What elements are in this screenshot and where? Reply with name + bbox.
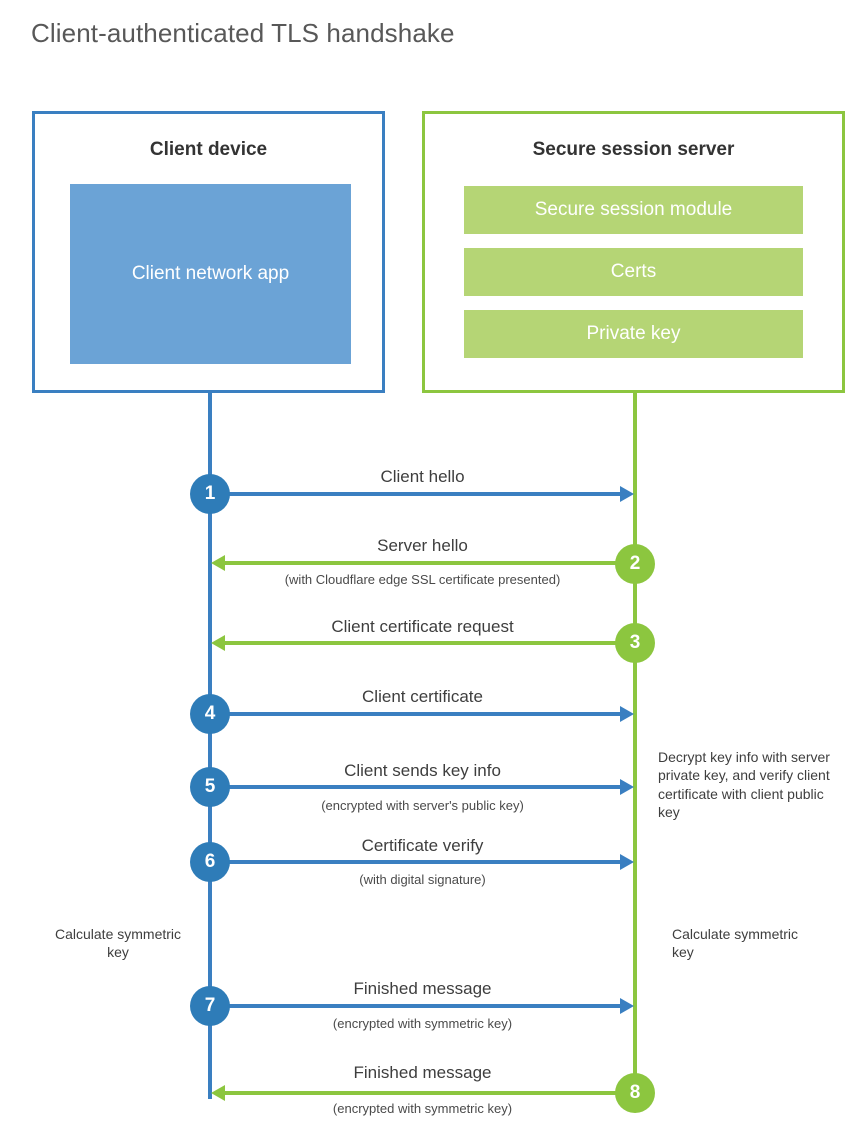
- server-decrypt-note: Decrypt key info with server private key…: [658, 749, 830, 821]
- step-7-label: Finished message: [353, 979, 492, 998]
- step-6-sublabel: (with digital signature): [359, 872, 486, 887]
- step-2-sublabel: (with Cloudflare edge SSL certificate pr…: [284, 572, 561, 587]
- step-2-arrow: [211, 555, 635, 571]
- client-device-title: Client device: [149, 139, 268, 160]
- step-8-label: Finished message: [353, 1063, 492, 1082]
- step-1-marker[interactable]: 1: [190, 474, 230, 514]
- client-lifeline: [208, 391, 212, 1099]
- step-8-arrow: [211, 1085, 635, 1101]
- arrow-head-right-icon: [620, 998, 634, 1014]
- arrow-head-left-icon: [211, 635, 225, 651]
- step-6-label: Certificate verify: [361, 836, 484, 855]
- server-component-certs: Certs: [464, 248, 803, 296]
- step-3-label: Client certificate request: [331, 617, 514, 636]
- client-network-app-block: Client network app: [70, 184, 351, 364]
- arrow-head-right-icon: [620, 486, 634, 502]
- step-3-marker[interactable]: 3: [615, 623, 655, 663]
- step-1-label: Client hello: [380, 467, 465, 486]
- server-components-list: Secure session module Certs Private key: [464, 186, 803, 358]
- step-5-arrow: [210, 779, 634, 795]
- arrow-head-left-icon: [211, 555, 225, 571]
- secure-session-server-title: Secure session server: [532, 139, 735, 160]
- step-4-arrow: [210, 706, 634, 722]
- step-2-marker[interactable]: 2: [615, 544, 655, 584]
- step-6-arrow: [210, 854, 634, 870]
- secure-session-server-box: Secure session server Secure session mod…: [422, 111, 845, 393]
- step-8-marker[interactable]: 8: [615, 1073, 655, 1113]
- server-component-private-key: Private key: [464, 310, 803, 358]
- arrow-head-right-icon: [620, 779, 634, 795]
- step-4-marker[interactable]: 4: [190, 694, 230, 734]
- step-4-label: Client certificate: [362, 687, 483, 706]
- server-component-secure-session-module: Secure session module: [464, 186, 803, 234]
- step-6-marker[interactable]: 6: [190, 842, 230, 882]
- arrow-head-right-icon: [620, 706, 634, 722]
- step-5-sublabel: (encrypted with server's public key): [321, 798, 524, 813]
- step-2-label: Server hello: [377, 536, 468, 555]
- server-calculate-symmetric-key-note: Calculate symmetric key: [672, 926, 799, 961]
- step-7-marker[interactable]: 7: [190, 986, 230, 1026]
- step-5-label: Client sends key info: [344, 761, 501, 780]
- arrow-head-right-icon: [620, 854, 634, 870]
- step-5-marker[interactable]: 5: [190, 767, 230, 807]
- step-1-arrow: [210, 486, 634, 502]
- step-7-sublabel: (encrypted with symmetric key): [332, 1016, 513, 1031]
- step-7-arrow: [210, 998, 634, 1014]
- client-calculate-symmetric-key-note: Calculate symmetric key: [54, 926, 182, 961]
- step-3-arrow: [211, 635, 635, 651]
- server-lifeline: [633, 391, 637, 1094]
- client-device-box: Client device Client network app: [32, 111, 385, 393]
- arrow-head-left-icon: [211, 1085, 225, 1101]
- step-8-sublabel: (encrypted with symmetric key): [332, 1101, 513, 1116]
- page-title: Client-authenticated TLS handshake: [31, 18, 455, 48]
